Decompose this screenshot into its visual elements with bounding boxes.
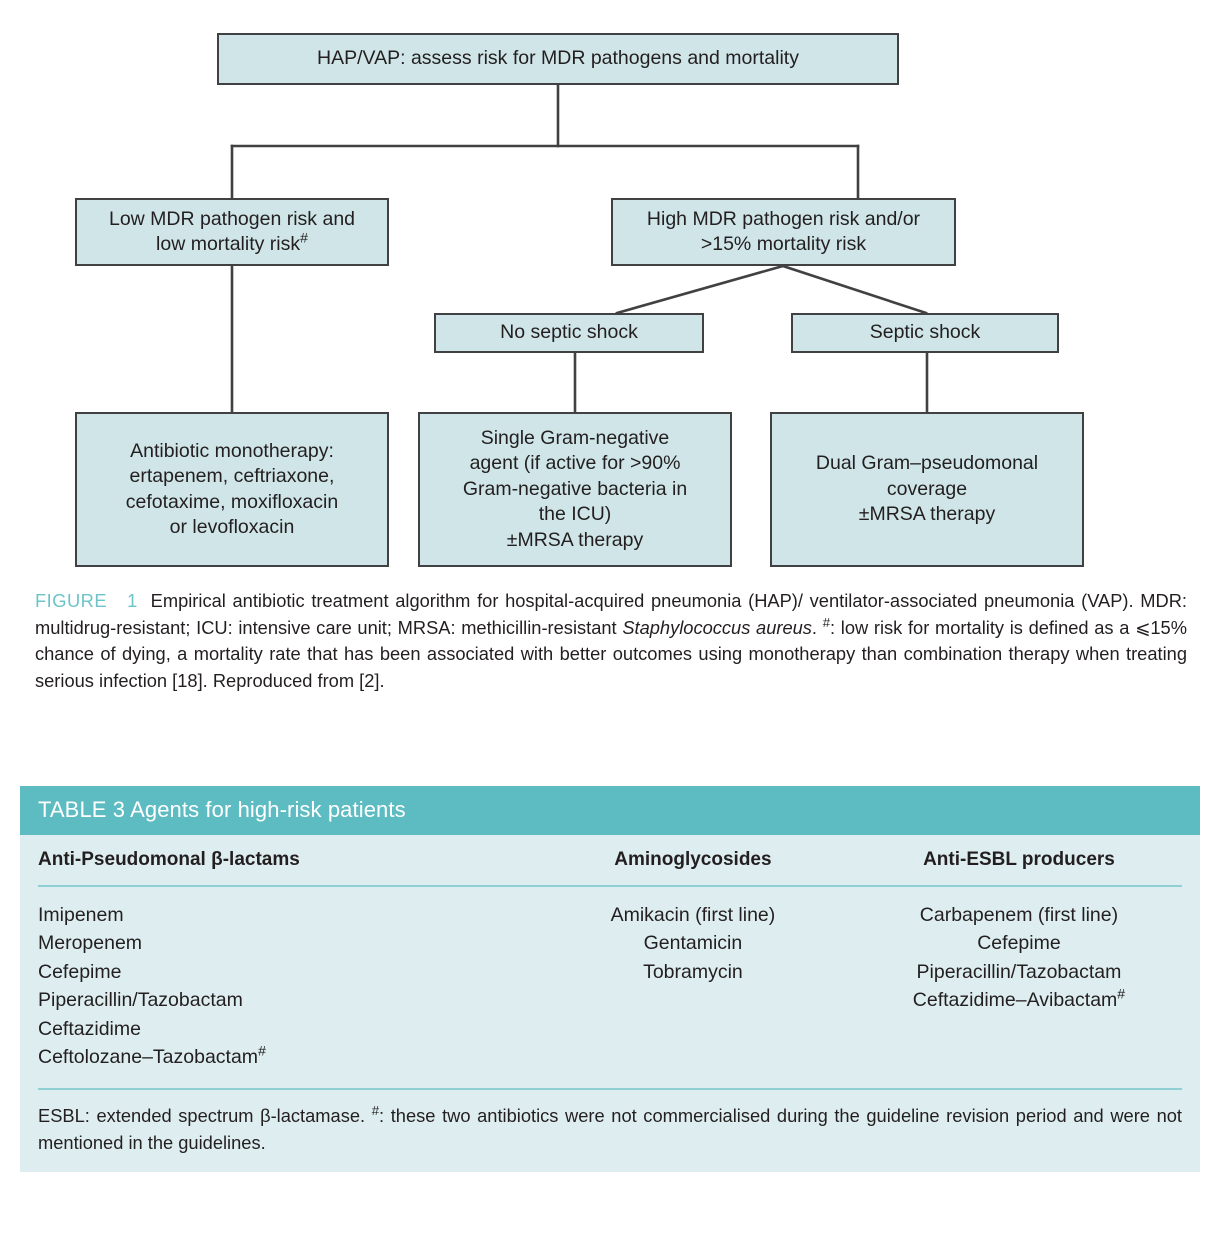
table-3: TABLE 3 Agents for high-risk patients An… bbox=[20, 786, 1200, 1173]
node-monotherapy-label: Antibiotic monotherapy: ertapenem, ceftr… bbox=[126, 439, 338, 540]
node-no-septic-shock-label: No septic shock bbox=[500, 321, 638, 344]
table-cell-anti-esbl: Carbapenem (first line) Cefepime Piperac… bbox=[856, 901, 1182, 1072]
node-low-risk-label: Low MDR pathogen risk and low mortality … bbox=[109, 207, 355, 258]
list-item: Ceftazidime–Avibactam# bbox=[912, 985, 1126, 1012]
node-single-gram-negative: Single Gram-negative agent (if active fo… bbox=[418, 412, 732, 567]
node-monotherapy: Antibiotic monotherapy: ertapenem, ceftr… bbox=[75, 412, 389, 567]
node-high-risk-label: High MDR pathogen risk and/or >15% morta… bbox=[647, 207, 920, 258]
list-item: Piperacillin/Tazobactam bbox=[38, 989, 243, 1012]
list-item: Meropenem bbox=[38, 932, 143, 955]
table-cell-anti-pseudomonal: Imipenem Meropenem Cefepime Piperacillin… bbox=[38, 901, 530, 1072]
figure-caption-text-part3: : low risk for mortality is defined as a… bbox=[35, 616, 1187, 692]
list-item: Ceftolozane–Tazobactam# bbox=[38, 1042, 266, 1069]
table-header-anti-pseudomonal: Anti-Pseudomonal β-lactams bbox=[38, 849, 300, 870]
table-header-anti-esbl: Anti-ESBL producers bbox=[923, 849, 1115, 870]
table-header-row: Anti-Pseudomonal β-lactams Aminoglycosid… bbox=[38, 835, 1182, 887]
flowchart-connectors bbox=[230, 83, 929, 414]
node-monotherapy-line2: ertapenem, ceftriaxone, bbox=[129, 465, 335, 488]
list-item: Imipenem bbox=[38, 904, 124, 926]
figure-caption-number: 1 bbox=[127, 590, 138, 611]
table-header-aminoglycosides: Aminoglycosides bbox=[614, 849, 772, 870]
node-septic-shock-label: Septic shock bbox=[869, 321, 981, 344]
node-single-line4: the ICU) bbox=[538, 503, 612, 526]
node-high-risk: High MDR pathogen risk and/or >15% morta… bbox=[611, 198, 956, 266]
node-dual-line2: coverage bbox=[886, 477, 968, 500]
figure-caption: FIGURE 1 Empirical antibiotic treatment … bbox=[35, 588, 1187, 695]
table-footnote-part1: ESBL: extended spectrum β-lactamase. bbox=[38, 1104, 372, 1126]
node-no-septic-shock: No septic shock bbox=[434, 313, 704, 353]
node-low-risk-line1: Low MDR pathogen risk and bbox=[108, 207, 356, 230]
figure-caption-text-part1: Empirical antibiotic treatment algorithm… bbox=[35, 590, 1187, 638]
node-dual-coverage-label: Dual Gram–pseudomonal coverage ±MRSA the… bbox=[816, 451, 1038, 527]
list-item: Ceftazidime bbox=[38, 1017, 141, 1040]
node-high-risk-line2: >15% mortality risk bbox=[700, 233, 867, 255]
list-item: Gentamicin bbox=[643, 932, 743, 955]
list-item: Tobramycin bbox=[643, 960, 743, 983]
node-single-line1: Single Gram-negative bbox=[480, 427, 670, 450]
list-item: Cefepime bbox=[38, 960, 122, 983]
list-item: Piperacillin/Tazobactam bbox=[916, 960, 1122, 983]
node-high-risk-line1: High MDR pathogen risk and/or bbox=[646, 207, 921, 230]
node-septic-shock: Septic shock bbox=[791, 313, 1059, 353]
node-monotherapy-line3: cefotaxime, moxifloxacin bbox=[125, 490, 339, 513]
figure-caption-italic-term: Staphylococcus aureus bbox=[622, 616, 812, 638]
list-item: Cefepime bbox=[977, 932, 1061, 955]
list-item: Carbapenem (first line) bbox=[919, 904, 1119, 926]
node-root: HAP/VAP: assess risk for MDR pathogens a… bbox=[217, 33, 899, 85]
table-footnote: ESBL: extended spectrum β-lactamase. #: … bbox=[38, 1090, 1182, 1172]
node-single-line2: agent (if active for >90% bbox=[469, 452, 681, 475]
table-body-row: Imipenem Meropenem Cefepime Piperacillin… bbox=[38, 887, 1182, 1090]
figure-flowchart: HAP/VAP: assess risk for MDR pathogens a… bbox=[0, 0, 1220, 580]
node-dual-line3: ±MRSA therapy bbox=[858, 503, 996, 526]
node-monotherapy-line4: or levofloxacin bbox=[169, 515, 295, 538]
table-footnote-marker: # bbox=[371, 1102, 380, 1118]
table-cell-aminoglycosides: Amikacin (first line) Gentamicin Tobramy… bbox=[530, 901, 856, 1072]
node-dual-coverage: Dual Gram–pseudomonal coverage ±MRSA the… bbox=[770, 412, 1084, 567]
node-single-gram-negative-label: Single Gram-negative agent (if active fo… bbox=[463, 426, 687, 553]
list-item: Amikacin (first line) bbox=[610, 904, 776, 926]
figure-caption-label: FIGURE bbox=[35, 590, 108, 611]
table-title: TABLE 3 Agents for high-risk patients bbox=[20, 786, 1200, 835]
figure-caption-text-part2: . bbox=[811, 616, 823, 638]
node-root-label: HAP/VAP: assess risk for MDR pathogens a… bbox=[317, 47, 799, 70]
table-footnote-part2: : these two antibiotics were not commerc… bbox=[38, 1104, 1182, 1153]
node-single-line3: Gram-negative bacteria in bbox=[462, 477, 688, 500]
node-low-risk-footnote-marker: # bbox=[300, 229, 308, 246]
node-single-line5: ±MRSA therapy bbox=[506, 528, 644, 551]
node-dual-line1: Dual Gram–pseudomonal bbox=[815, 452, 1039, 475]
node-low-risk: Low MDR pathogen risk and low mortality … bbox=[75, 198, 389, 266]
node-low-risk-line2: low mortality risk bbox=[156, 233, 301, 255]
node-monotherapy-line1: Antibiotic monotherapy: bbox=[130, 439, 334, 462]
figure-caption-footnote-marker: # bbox=[822, 614, 831, 630]
